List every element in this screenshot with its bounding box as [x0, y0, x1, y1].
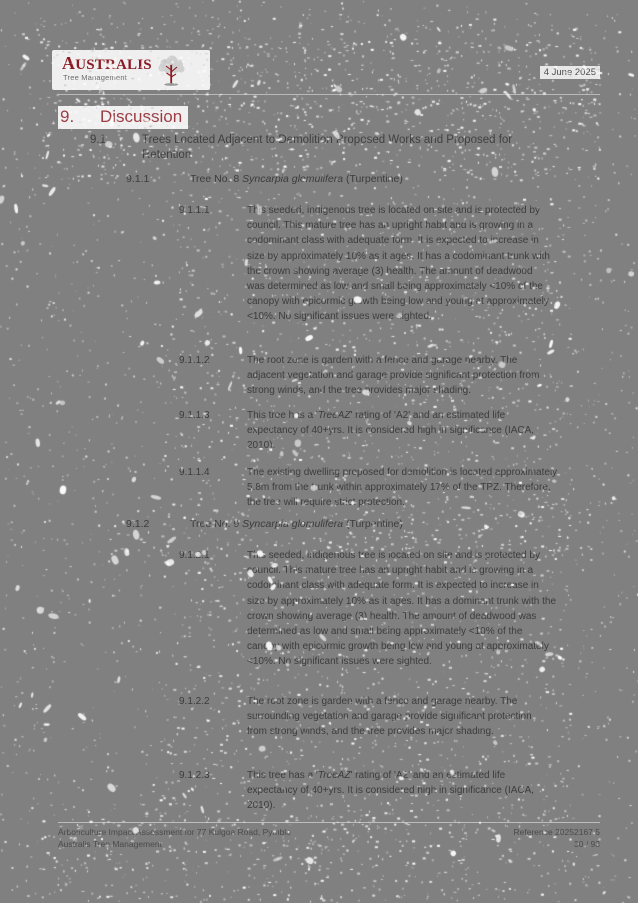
footer-page-number: 30 / 93: [574, 839, 600, 849]
tree-heading-8-species: Syncarpia glomulifera: [242, 173, 344, 185]
logo-wordmark: AUSTRALIS: [62, 53, 152, 73]
footer-reference: Reference 20252167.5: [513, 827, 601, 837]
tree-heading-8-prefix: Tree No. 8: [190, 173, 243, 185]
paragraph-9-1-1-3-number: 9.1.1.3: [179, 410, 210, 421]
tree-heading-9-number: 9.1.2: [126, 518, 150, 530]
paragraph-9-1-1-3-text: This tree has a 'TreeAZ' rating of 'A2' …: [247, 408, 555, 454]
paragraph-9-1-1-4-number: 9.1.1.4: [179, 467, 210, 478]
paragraph-9-1-2-2-number: 9.1.2.2: [179, 696, 210, 707]
logo-initial: A: [62, 53, 76, 73]
subsection-number: 9.1: [90, 134, 106, 146]
paragraph-9-1-2-1-number: 9.1.2.1: [179, 550, 210, 561]
paragraph-9-1-1-1-text: This seeded, indigenous tree is located …: [247, 205, 550, 323]
tree-heading-9-prefix: Tree No. 9: [190, 518, 243, 530]
paragraph-9-1-1-2: 9.1.1.2 The root zone is garden with a f…: [179, 353, 555, 399]
footer-divider: [58, 822, 600, 823]
paragraph-9-1-1-3: 9.1.1.3 This tree has a 'TreeAZ' rating …: [179, 408, 555, 454]
paragraph-9-1-1-4-text: The existing dwelling proposed for demol…: [247, 467, 558, 509]
logo-wordmark-rest: USTRALIS: [75, 57, 152, 73]
paragraph-9-1-2-1: 9.1.2.1 This seeded, indigenous tree is …: [179, 548, 557, 670]
tree-heading-9: 9.1.2 Tree No. 9 Syncarpia glomulifera (T…: [126, 518, 403, 530]
section-title: Discussion: [100, 107, 183, 126]
paragraph-9-1-2-3: 9.1.2.3 This tree has a 'TreeAZ' rating …: [179, 768, 555, 814]
logo-tagline: Tree Management: [63, 73, 128, 82]
section-number: 9.: [60, 107, 75, 126]
footer-document-title: Arboriculture Impact Assessment for 77 K…: [58, 827, 291, 837]
footer-right: Reference 20252167.5 30 / 93: [514, 826, 601, 850]
paragraph-9-1-2-3-text: This tree has a 'TreeAZ' rating of 'A2' …: [247, 768, 555, 814]
footer-left: Arboriculture Impact Assessment for 77 K…: [58, 826, 291, 850]
paragraph-9-1-1-2-text: The root zone is garden with a fence and…: [247, 355, 540, 397]
treeaz-label-2: TreeAZ: [317, 770, 351, 781]
header-date: 4 June 2025: [539, 66, 600, 79]
header-divider: [58, 94, 600, 95]
paragraph-9-1-2-3-number: 9.1.2.3: [179, 770, 210, 781]
paragraph-9-1-2-2: 9.1.2.2 The root zone is garden with a f…: [179, 694, 553, 740]
company-logo: AUSTRALIS Tree Management: [52, 50, 210, 90]
paragraph-9-1-1-2-number: 9.1.1.2: [179, 355, 210, 366]
paragraph-9-1-1-4: 9.1.1.4 The existing dwelling proposed f…: [179, 465, 560, 511]
tree-heading-8: 9.1.1 Tree No. 8 Syncarpia glomulifera (T…: [126, 173, 403, 185]
tree-heading-8-number: 9.1.1: [126, 173, 150, 185]
paragraph-9-1-2-2-text: The root zone is garden with a fence and…: [247, 696, 532, 738]
rating-text-before-2: This tree has a ': [247, 770, 318, 781]
page-title: 9. Discussion: [58, 106, 189, 129]
subsection-heading: 9.1 Trees Located Adjacent to Demolition …: [90, 133, 554, 163]
treeaz-label: TreeAZ: [317, 410, 351, 421]
page-header: AUSTRALIS Tree Management 4 June 2025: [0, 50, 638, 100]
tree-icon: [158, 55, 185, 86]
tree-heading-8-common: (Turpentine): [343, 173, 403, 185]
tree-heading-9-species: Syncarpia glomulifera: [242, 518, 344, 530]
tree-heading-9-common: (Turpentine): [343, 518, 403, 530]
paragraph-9-1-1-1: 9.1.1.1 This seeded, indigenous tree is …: [179, 203, 550, 325]
paragraph-9-1-1-1-number: 9.1.1.1: [179, 205, 210, 216]
rating-text-before: This tree has a ': [247, 410, 318, 421]
paragraph-9-1-2-1-text: This seeded, indigenous tree is located …: [247, 550, 557, 668]
footer-company: Australis Tree Management: [58, 839, 162, 849]
subsection-title: Trees Located Adjacent to Demolition Pro…: [142, 134, 513, 161]
